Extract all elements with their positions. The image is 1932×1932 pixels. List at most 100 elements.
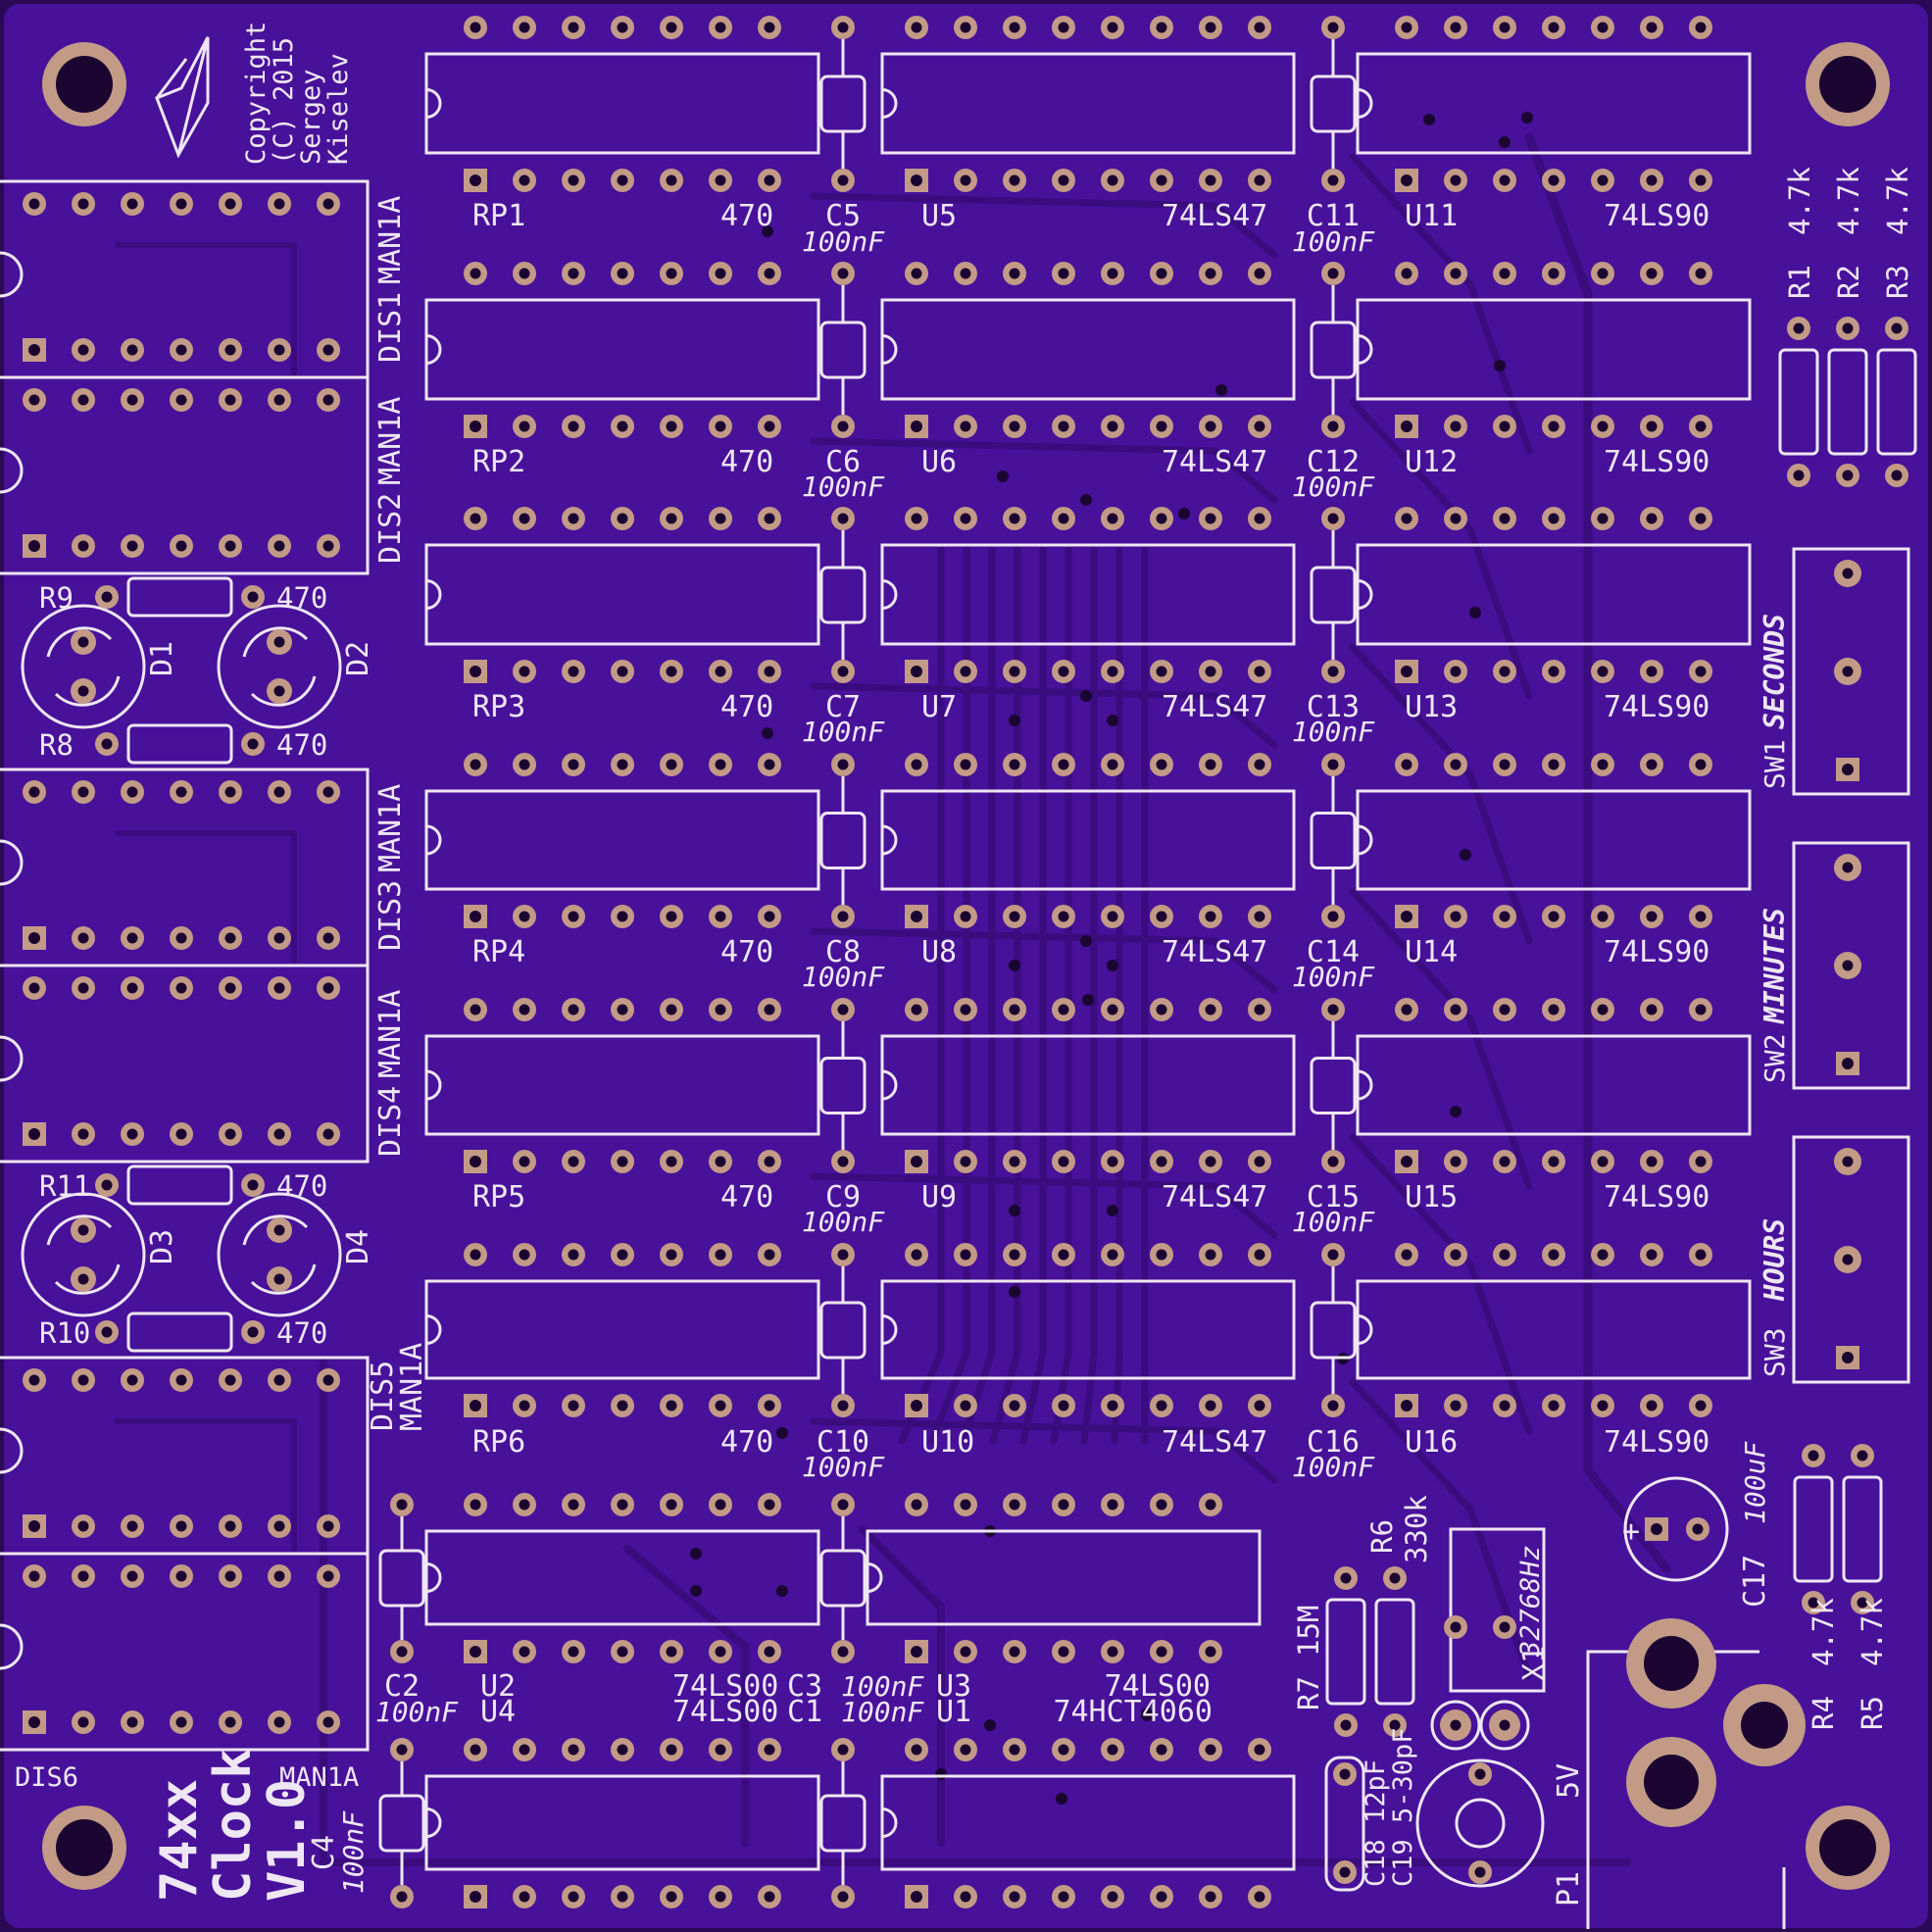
drill-hole <box>911 666 922 677</box>
copper-trace <box>1349 153 1533 455</box>
drill-hole <box>764 1646 775 1658</box>
drill-hole <box>1254 421 1265 432</box>
electrolytic-outline <box>1623 1476 1729 1582</box>
drill-hole <box>1499 1719 1511 1731</box>
drill-hole <box>1401 22 1412 33</box>
drill-hole <box>1793 322 1805 334</box>
via <box>762 727 773 739</box>
drill-hole <box>1499 1156 1511 1167</box>
resistor-value: 15M <box>1292 1606 1325 1657</box>
drill-hole <box>1107 666 1118 677</box>
drill-hole <box>837 421 849 432</box>
pin1-notch <box>1357 824 1373 856</box>
drill-hole <box>1205 174 1216 186</box>
drill-hole <box>126 982 138 994</box>
cap-ref: C5 <box>825 199 861 233</box>
cap-value: 100nF <box>841 1696 924 1728</box>
drill-hole <box>837 174 849 186</box>
resistor-body <box>1876 348 1917 456</box>
drill-hole <box>224 1128 236 1140</box>
led-arc <box>242 626 317 707</box>
drill-hole <box>1548 421 1560 432</box>
drill-hole <box>77 932 89 944</box>
ic-ref: U3 <box>936 1669 971 1704</box>
drill-hole <box>519 1499 530 1511</box>
drill-hole <box>126 394 138 406</box>
via <box>1141 1708 1153 1719</box>
drill-hole <box>224 394 236 406</box>
display-part: MAN1A <box>373 990 408 1078</box>
drill-hole <box>273 1570 285 1582</box>
drill-hole <box>28 394 40 406</box>
drill-hole <box>1107 1891 1118 1903</box>
display-part: MAN1A <box>395 1343 429 1431</box>
drill-hole <box>470 1499 481 1511</box>
drill-hole <box>715 513 726 524</box>
resistor-value: 4.7k <box>1783 167 1816 235</box>
drill-hole <box>1254 22 1265 33</box>
drill-hole <box>1107 1646 1118 1658</box>
drill-hole <box>764 911 775 922</box>
drill-hole <box>617 1744 628 1756</box>
drill-hole <box>322 198 334 210</box>
drill-hole <box>224 1374 236 1386</box>
drill-hole <box>1009 1156 1020 1167</box>
resnet-value: 470 <box>720 690 773 724</box>
drill-hole <box>273 1224 285 1236</box>
resistor-value: 470 <box>276 728 327 762</box>
resnet-ref: RP4 <box>472 935 525 969</box>
drill-hole <box>617 421 628 432</box>
drill-hole <box>1205 268 1216 279</box>
drill-hole <box>470 1400 481 1412</box>
drill-hole <box>1107 513 1118 524</box>
resnet-ref: RP3 <box>472 690 525 724</box>
drill-hole <box>1327 759 1339 770</box>
drill-hole <box>1450 1004 1461 1016</box>
cap-value: 100nF <box>1292 471 1375 503</box>
ic-ref: U4 <box>480 1695 516 1729</box>
pin1-notch <box>1357 579 1373 610</box>
drill-hole <box>1793 470 1805 481</box>
drill-hole <box>1205 22 1216 33</box>
cap-ref: C1 <box>787 1695 822 1729</box>
drill-hole <box>1156 911 1167 922</box>
drill-hole <box>911 1156 922 1167</box>
resnet-value: 470 <box>720 1180 773 1214</box>
led-arc <box>242 1214 317 1295</box>
drill-hole <box>1651 1523 1662 1535</box>
drill-hole <box>224 786 236 798</box>
drill-hole <box>28 1716 40 1728</box>
drill-hole <box>1009 421 1020 432</box>
drill-hole <box>1327 1004 1339 1016</box>
drill-hole <box>568 1499 579 1511</box>
drill-hole <box>322 932 334 944</box>
cap-ref: C12 <box>1307 445 1360 479</box>
ic-part: 74LS00 <box>1105 1669 1211 1704</box>
drill-hole <box>273 1374 285 1386</box>
drill-hole <box>224 198 236 210</box>
led-ref: D4 <box>341 1229 375 1264</box>
drill-hole <box>764 268 775 279</box>
drill-hole <box>273 344 285 356</box>
drill-hole <box>911 513 922 524</box>
drill-hole <box>764 1249 775 1261</box>
crystal-outline <box>1449 1527 1546 1693</box>
resistor-value: 4.7k <box>1856 1598 1889 1666</box>
drill-hole <box>1597 1400 1609 1412</box>
drill-hole <box>77 394 89 406</box>
copper-trace <box>115 242 297 375</box>
ic-body <box>880 1279 1296 1380</box>
led-D1: D1 <box>21 604 179 729</box>
drill-hole <box>1474 1768 1486 1780</box>
drill-hole <box>273 198 285 210</box>
via <box>762 225 773 237</box>
drill-hole <box>837 1891 849 1903</box>
ic-part: 74LS00 <box>672 1695 778 1729</box>
copper-trace <box>1349 398 1533 700</box>
led-outline <box>217 1192 342 1317</box>
drill-hole <box>1548 666 1560 677</box>
